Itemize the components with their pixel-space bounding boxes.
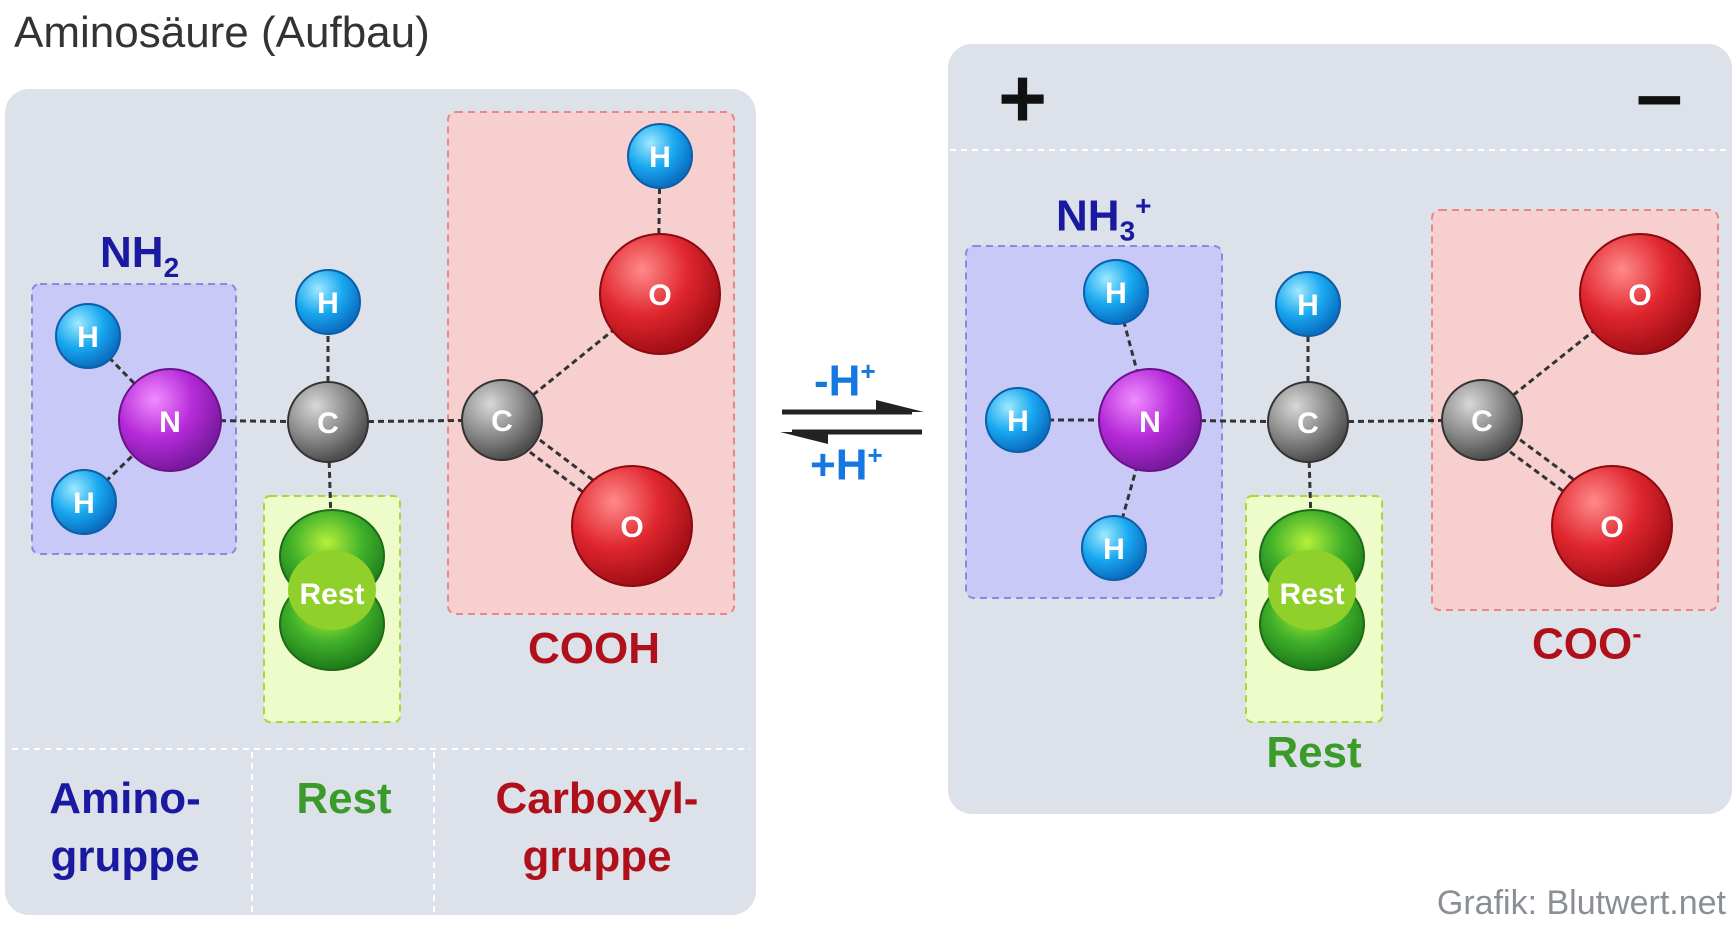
left-carbon-carboxyl: C xyxy=(461,379,543,461)
plus-charge-sign: + xyxy=(998,51,1048,145)
amino-formula: NH2 xyxy=(100,228,180,283)
svg-text:H: H xyxy=(317,287,339,320)
right-hydrogen-alpha: H xyxy=(1275,271,1341,337)
svg-text:H: H xyxy=(1105,277,1127,310)
svg-text:N: N xyxy=(159,406,181,439)
left-nitrogen: N xyxy=(118,368,222,472)
credit-text: Grafik: Blutwert.net xyxy=(1436,884,1726,922)
left-rest-residue: Rest xyxy=(279,509,385,671)
svg-text:N: N xyxy=(1139,406,1161,439)
rest-label-right: Rest xyxy=(1266,728,1362,777)
equilibrium-arrows xyxy=(780,400,924,444)
left-hydrogen-2: H xyxy=(51,469,117,535)
svg-text:O: O xyxy=(620,511,643,544)
left-oxygen-double: O xyxy=(571,465,693,587)
page-title: Aminosäure (Aufbau) xyxy=(14,8,430,57)
left-hydrogen-1: H xyxy=(55,303,121,369)
left-carbon-alpha: C xyxy=(287,381,369,463)
right-oxygen-double: O xyxy=(1551,465,1673,587)
svg-text:H: H xyxy=(1007,405,1029,438)
right-nitrogen: N xyxy=(1098,368,1202,472)
svg-text:O: O xyxy=(1600,511,1623,544)
svg-text:C: C xyxy=(491,405,513,438)
ammonium-formula: NH3+ xyxy=(1056,190,1152,247)
right-oxygen-top: O xyxy=(1579,233,1701,355)
amino-group-label: Amino- gruppe xyxy=(49,774,201,881)
svg-text:O: O xyxy=(648,279,671,312)
carboxyl-group-label: Carboxyl- gruppe xyxy=(495,774,699,881)
carboxylate-formula: COO- xyxy=(1532,618,1642,669)
minus-charge-sign: – xyxy=(1636,47,1683,141)
left-hydrogen-hydroxyl: H xyxy=(627,123,693,189)
rest-label-left: Rest xyxy=(296,774,392,823)
right-carbon-carboxyl: C xyxy=(1441,379,1523,461)
protonation-label: +H+ xyxy=(810,440,883,490)
right-hydrogen-left: H xyxy=(985,387,1051,453)
right-carbon-alpha: C xyxy=(1267,381,1349,463)
svg-text:Rest: Rest xyxy=(299,578,364,611)
svg-text:C: C xyxy=(1471,405,1493,438)
svg-text:H: H xyxy=(73,487,95,520)
left-oxygen-hydroxyl: O xyxy=(599,233,721,355)
svg-text:Rest: Rest xyxy=(1279,578,1344,611)
svg-text:C: C xyxy=(1297,407,1319,440)
deprotonation-label: -H+ xyxy=(814,356,876,406)
svg-text:H: H xyxy=(77,321,99,354)
svg-text:O: O xyxy=(1628,279,1651,312)
right-rest-residue: Rest xyxy=(1259,509,1365,671)
carboxyl-formula: COOH xyxy=(528,624,660,673)
svg-text:H: H xyxy=(1297,289,1319,322)
right-hydrogen-bottom: H xyxy=(1081,515,1147,581)
left-hydrogen-alpha: H xyxy=(295,269,361,335)
svg-text:H: H xyxy=(649,141,671,174)
right-hydrogen-top: H xyxy=(1083,259,1149,325)
svg-text:C: C xyxy=(317,407,339,440)
svg-text:H: H xyxy=(1103,533,1125,566)
